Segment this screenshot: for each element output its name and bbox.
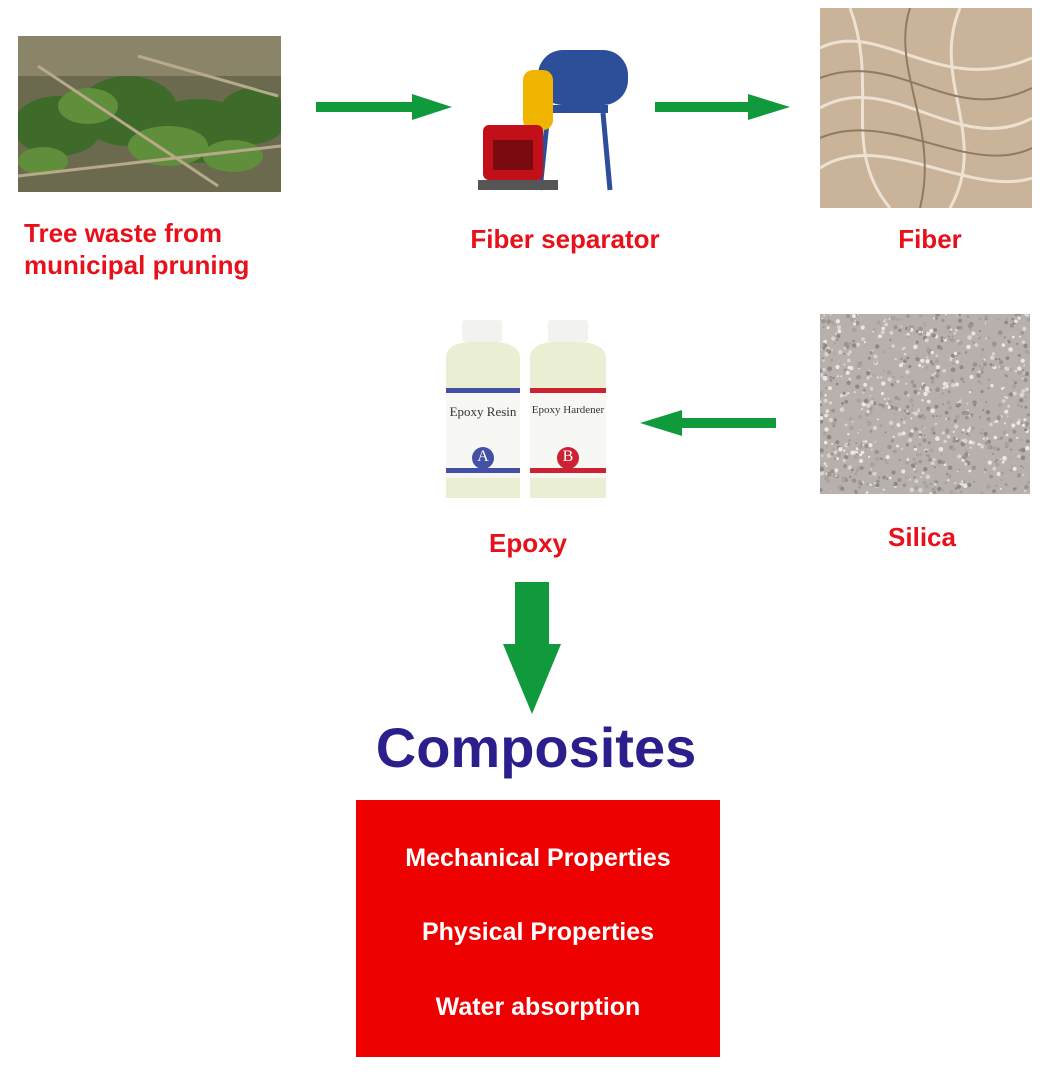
tree-waste-image	[18, 36, 281, 192]
fiber-separator-image	[478, 20, 638, 200]
epoxy-resin-label: Epoxy Resin	[449, 404, 517, 419]
silica-label: Silica	[888, 522, 956, 552]
bottle-a-letter: A	[477, 448, 489, 465]
property-mechanical: Mechanical Properties	[405, 844, 671, 872]
arrow-silica-to-epoxy	[640, 410, 776, 436]
epoxy-bottles-image: Epoxy Resin Epoxy Hardener A B	[440, 318, 612, 503]
tree-waste-label: Tree waste from municipal pruning	[24, 218, 250, 280]
fiber-image	[820, 8, 1032, 208]
epoxy-label: Epoxy	[488, 528, 568, 558]
bottle-b-letter: B	[562, 448, 574, 465]
arrow-separator-to-fiber	[655, 94, 790, 120]
fiber-separator-label: Fiber separator	[470, 224, 660, 254]
arrow-tree-to-separator	[316, 94, 452, 120]
property-physical: Physical Properties	[421, 918, 655, 946]
composites-title: Composites	[375, 716, 697, 779]
property-water-absorption: Water absorption	[435, 993, 641, 1021]
fiber-label: Fiber	[898, 224, 962, 254]
silica-image	[820, 314, 1030, 494]
properties-box: Mechanical Properties Physical Propertie…	[356, 800, 720, 1057]
arrow-epoxy-to-composites	[503, 582, 561, 714]
epoxy-hardener-label: Epoxy Hardener	[531, 404, 605, 416]
